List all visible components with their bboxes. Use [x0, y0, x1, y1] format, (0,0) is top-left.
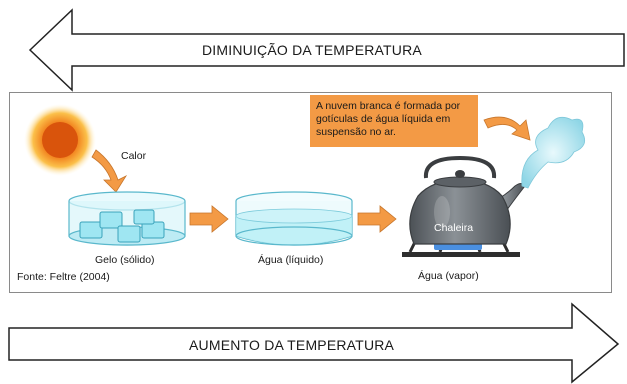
increase-temperature-label: AUMENTO DA TEMPERATURA: [189, 337, 395, 353]
water-label: Água (líquido): [258, 254, 324, 266]
vapor-label: Água (vapor): [418, 270, 479, 282]
left-arrow-shape: [28, 8, 625, 92]
kettle-label: Chaleira: [434, 222, 474, 234]
water-dish: [235, 191, 353, 246]
melt-arrow: [189, 205, 229, 233]
heat-curved-arrow: [91, 149, 128, 193]
right-arrow-shape: [8, 302, 620, 384]
ice-cubes: [79, 209, 165, 243]
ice-label: Gelo (sólido): [95, 254, 155, 266]
boil-arrow: [357, 205, 397, 233]
note-curved-arrow: [483, 116, 531, 141]
source-caption: Fonte: Feltre (2004): [17, 271, 110, 283]
ice-dish: [68, 191, 186, 246]
decrease-temperature-label: DIMINUIÇÃO DA TEMPERATURA: [202, 42, 422, 58]
heat-label: Calor: [121, 150, 147, 162]
steam-cloud: [521, 116, 586, 189]
decrease-temperature-arrow: [28, 8, 625, 92]
sun-icon: [24, 104, 96, 176]
condensation-note: A nuvem branca é formada por gotículas d…: [310, 95, 478, 147]
increase-temperature-arrow: [8, 302, 620, 384]
